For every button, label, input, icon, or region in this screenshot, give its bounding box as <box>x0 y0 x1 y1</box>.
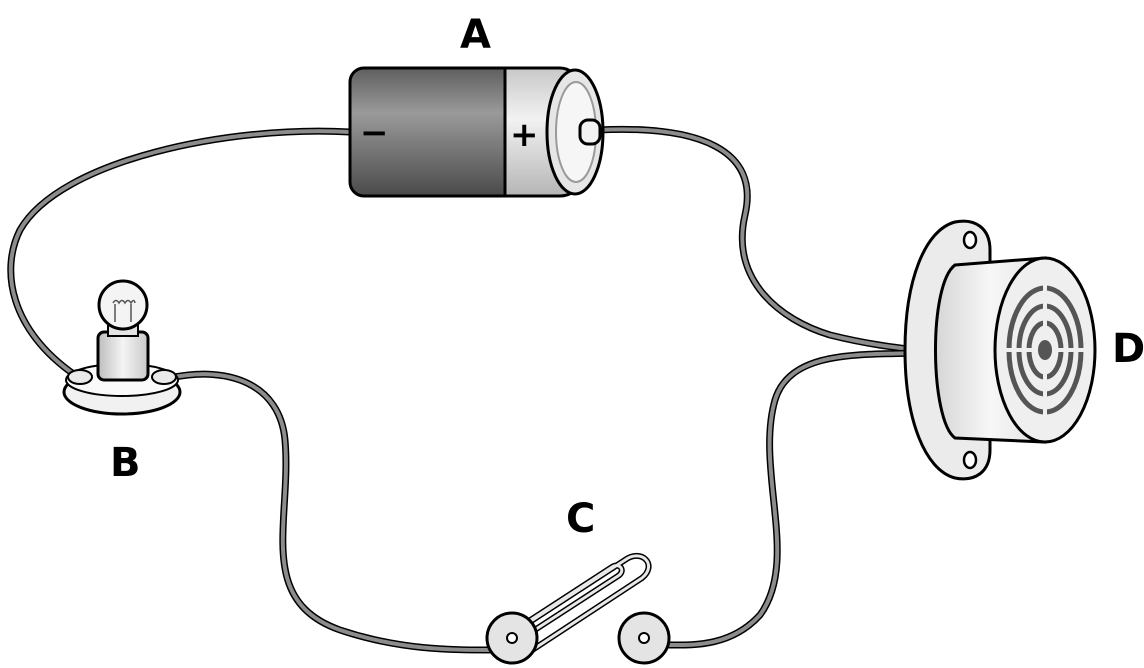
label-clip: C <box>566 496 595 542</box>
bulb <box>62 279 182 416</box>
label-buzzer: D <box>1112 326 1144 372</box>
battery: − + <box>348 66 605 198</box>
buzzer-mount-hole-top <box>962 230 978 250</box>
battery-terminal <box>578 118 602 146</box>
bulb-screw-right <box>151 369 177 385</box>
bulb-socket <box>96 330 150 382</box>
battery-positive-sign: + <box>510 115 539 155</box>
wire-battery-to-bulb <box>7 127 354 379</box>
buzzer <box>903 219 1097 481</box>
battery-negative-sign: − <box>360 113 389 153</box>
wires <box>7 125 922 654</box>
label-bulb: B <box>110 440 141 486</box>
bulb-filament <box>112 299 136 322</box>
bulb-glass <box>97 279 149 331</box>
wire-buzzer-to-terminal <box>661 349 922 649</box>
label-battery: A <box>460 12 491 58</box>
switch <box>485 552 671 665</box>
wire-bulb-to-clip <box>166 370 499 654</box>
buzzer-mount-hole-bottom <box>962 450 978 470</box>
bulb-screw-left <box>67 369 93 385</box>
wire-battery-to-buzzer <box>594 125 922 354</box>
